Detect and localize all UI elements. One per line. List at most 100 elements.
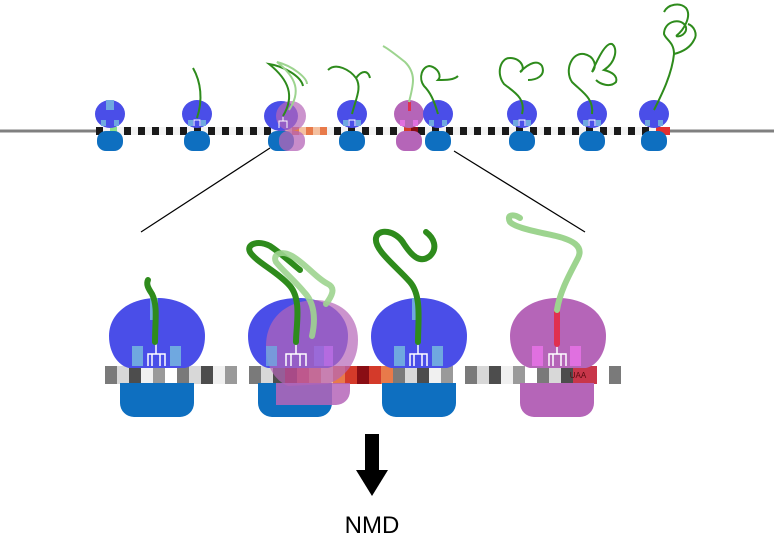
codon bbox=[525, 366, 537, 384]
codon bbox=[369, 127, 376, 135]
codon bbox=[357, 366, 369, 384]
codon bbox=[250, 127, 257, 135]
stalled-large-subunit bbox=[266, 300, 358, 386]
codon bbox=[225, 366, 237, 384]
codon bbox=[383, 127, 390, 135]
codon bbox=[530, 127, 537, 135]
codon bbox=[397, 127, 404, 135]
overview-ribosomes bbox=[95, 3, 697, 151]
codon bbox=[614, 127, 621, 135]
ribosome-overview-4 bbox=[327, 65, 371, 151]
trna bbox=[285, 342, 307, 366]
codon bbox=[593, 127, 600, 135]
codon bbox=[551, 127, 558, 135]
codon bbox=[405, 366, 417, 384]
codon bbox=[153, 366, 165, 384]
peptide-chain-stalled bbox=[272, 250, 336, 339]
codon bbox=[117, 366, 129, 384]
codon bbox=[261, 366, 273, 384]
codon bbox=[558, 127, 565, 135]
codon bbox=[187, 127, 194, 135]
trna bbox=[147, 342, 166, 366]
codon bbox=[129, 366, 141, 384]
codon bbox=[215, 127, 222, 135]
codon bbox=[523, 127, 530, 135]
codon bbox=[474, 127, 481, 135]
codon bbox=[229, 127, 236, 135]
codon bbox=[138, 127, 145, 135]
codon bbox=[369, 366, 381, 384]
codon bbox=[237, 366, 249, 384]
codon bbox=[124, 127, 131, 135]
codon bbox=[609, 366, 621, 384]
small-subunit bbox=[120, 383, 194, 417]
codon bbox=[243, 127, 250, 135]
trna-site-a bbox=[170, 346, 181, 366]
codon bbox=[165, 366, 177, 384]
zoomed-ribosomes bbox=[109, 212, 606, 417]
zoom-lines bbox=[140, 147, 586, 233]
codon bbox=[381, 366, 393, 384]
codon bbox=[573, 366, 585, 384]
codon bbox=[549, 366, 561, 384]
codon bbox=[166, 127, 173, 135]
codon bbox=[635, 127, 642, 135]
codon bbox=[600, 127, 607, 135]
codon bbox=[537, 127, 544, 135]
ribosome-zoomed-1 bbox=[109, 277, 205, 417]
small-subunit bbox=[520, 383, 594, 417]
codon bbox=[201, 127, 208, 135]
codon bbox=[173, 127, 180, 135]
codon bbox=[418, 127, 425, 135]
codon bbox=[597, 366, 609, 384]
codon bbox=[477, 366, 489, 384]
codon bbox=[180, 127, 187, 135]
codon bbox=[159, 127, 166, 135]
codon bbox=[117, 127, 124, 135]
ribosome-overview-9 bbox=[639, 3, 697, 151]
codon bbox=[446, 127, 453, 135]
codon bbox=[327, 127, 334, 135]
codon bbox=[306, 127, 313, 135]
codon bbox=[313, 127, 320, 135]
ribosome-overview-3-collided bbox=[264, 61, 308, 151]
codon bbox=[222, 127, 229, 135]
codon bbox=[213, 366, 225, 384]
codon bbox=[249, 366, 261, 384]
codon bbox=[429, 366, 441, 384]
codon bbox=[481, 127, 488, 135]
codon bbox=[105, 366, 117, 384]
nmd-label: NMD bbox=[344, 512, 400, 539]
codon bbox=[299, 127, 306, 135]
codon bbox=[411, 127, 418, 135]
codon bbox=[465, 366, 477, 384]
codon bbox=[208, 127, 215, 135]
codon bbox=[495, 127, 502, 135]
codon bbox=[131, 127, 138, 135]
ribosome-overview-5-stalled bbox=[382, 45, 424, 151]
codon bbox=[572, 127, 579, 135]
codon bbox=[264, 127, 271, 135]
codon bbox=[334, 127, 341, 135]
codon bbox=[441, 366, 453, 384]
codon bbox=[341, 127, 348, 135]
codon bbox=[189, 366, 201, 384]
nmd-arrow bbox=[356, 434, 388, 496]
codon bbox=[509, 127, 516, 135]
codon bbox=[621, 127, 628, 135]
trna bbox=[409, 342, 428, 366]
codon bbox=[513, 366, 525, 384]
codon bbox=[628, 127, 635, 135]
peptide-chain bbox=[144, 277, 159, 345]
codon bbox=[393, 366, 405, 384]
codon bbox=[320, 127, 327, 135]
ribosome-zoomed-2-collided bbox=[246, 240, 358, 417]
codon bbox=[271, 127, 278, 135]
codon bbox=[607, 127, 614, 135]
ribosome-overview-1 bbox=[95, 100, 125, 151]
peptide-chain bbox=[506, 212, 583, 313]
codon bbox=[663, 127, 670, 135]
codon bbox=[460, 127, 467, 135]
codon bbox=[355, 127, 362, 135]
stop-codon-label: UAA bbox=[570, 371, 587, 380]
